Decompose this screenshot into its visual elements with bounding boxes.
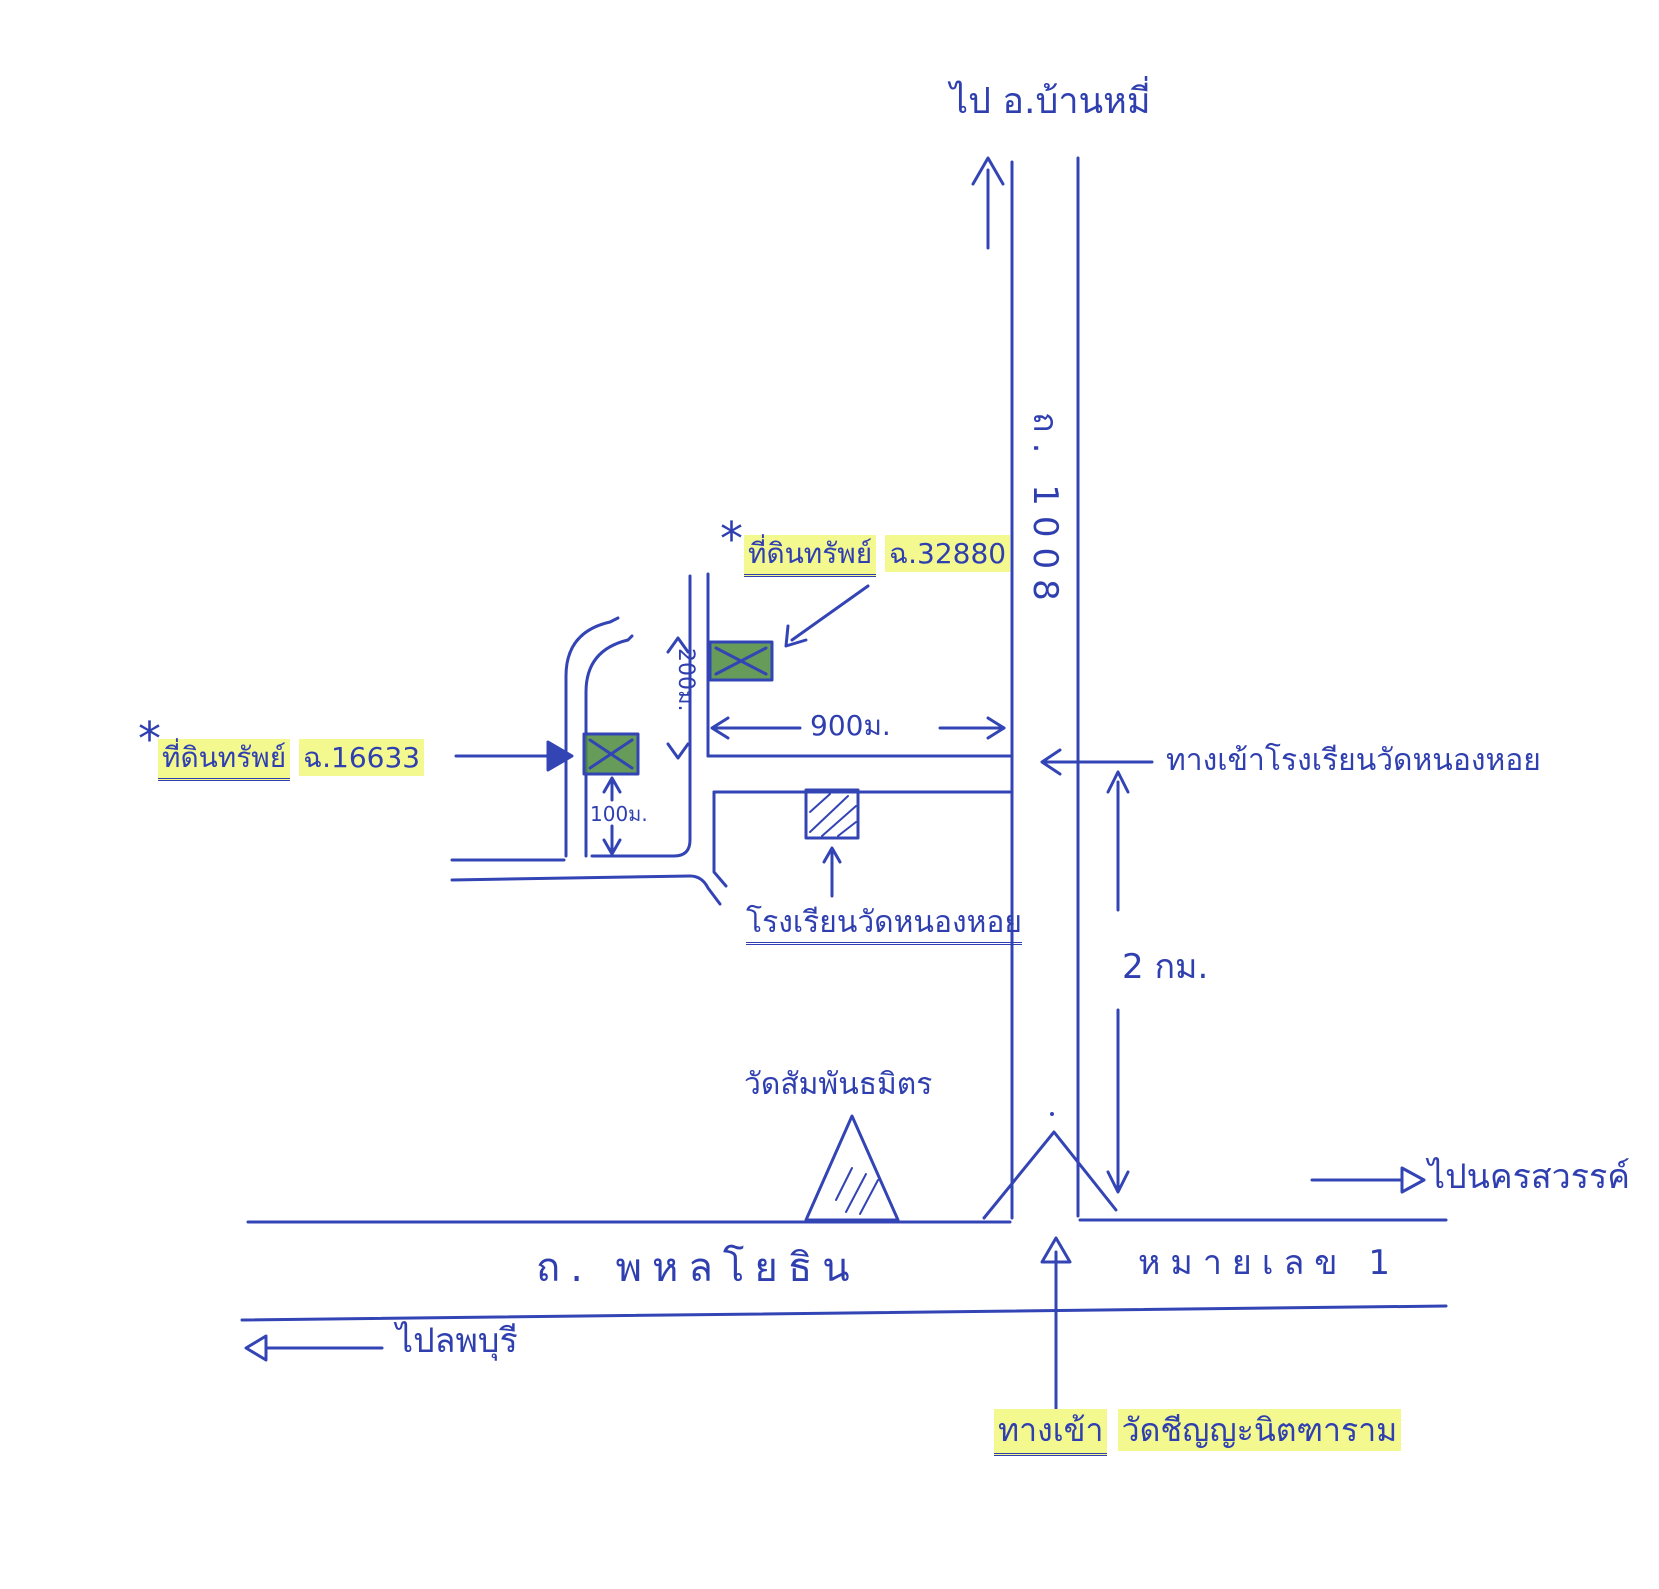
highway-bottom-edge [240, 1304, 1448, 1322]
curve-road-outer [564, 616, 620, 858]
label-school-entrance: ทางเข้าโรงเรียนวัดหนองหอย [1166, 743, 1541, 778]
label-distance-900m: 900ม. [806, 712, 895, 740]
dim-2km-head-bottom [1106, 1170, 1130, 1194]
label-distance-2km: 2 กม. [1118, 950, 1213, 984]
label-distance-200m: 200ม. [673, 648, 698, 712]
temple-triangle [804, 1114, 900, 1222]
plot-1-pointer-head [546, 740, 574, 772]
west-lane-upper [450, 574, 692, 862]
label-road-1008: ถ. 1008 [1025, 412, 1065, 611]
temple-hatch-3 [859, 1179, 879, 1215]
dim-2km-head-top [1106, 770, 1130, 794]
plot-1-star: * [138, 712, 161, 766]
dim-100m-head-bottom [602, 838, 622, 856]
dim-900m-head-left [710, 716, 730, 740]
plot-2-cross-b [714, 646, 768, 676]
plot-2-pointer [790, 584, 870, 642]
label-to-lopburi: ไปลพบุรี [396, 1321, 518, 1361]
label-distance-100m: 100ม. [590, 802, 648, 826]
plot-1-deed: ฉ.16633 [299, 739, 425, 776]
school-hatch-3 [821, 805, 857, 837]
school-label-pointer-head [822, 846, 842, 864]
east-arrow-head [1400, 1166, 1426, 1194]
plot-1-label: ที่ดินทรัพย์ ฉ.16633 [158, 739, 425, 781]
dim-200m-head-top [666, 636, 690, 654]
school-lane-left [712, 790, 728, 888]
dim-100m-head-top [602, 776, 622, 794]
junction-dot [1050, 1112, 1054, 1116]
wat-entrance-prefix: ทางเข้า [994, 1409, 1108, 1456]
label-school: โรงเรียนวัดหนองหอย [746, 908, 1022, 945]
label-temple: วัดสัมพันธมิตร [744, 1067, 933, 1102]
wat-entrance-name: วัดชีญญะนิตฑาราม [1117, 1409, 1402, 1451]
school-entrance-arrow-head [1040, 748, 1062, 776]
plot-2-deed: ฉ.32880 [885, 535, 1011, 572]
plot-2-name: ที่ดินทรัพย์ [744, 535, 877, 577]
dim-200m-head-bottom [666, 742, 690, 760]
plot-2-label: ที่ดินทรัพย์ ฉ.32880 [744, 535, 1011, 577]
school-hatch-2 [809, 795, 849, 833]
school-building [804, 788, 860, 840]
temple-hatch-1 [835, 1167, 853, 1201]
plot-2-star: * [720, 512, 743, 566]
wat-entrance-arrow-head [1040, 1236, 1072, 1264]
label-phahon-road: ถ. พหลโยธิน [536, 1245, 860, 1291]
label-wat-entrance: ทางเข้า วัดชีญญะนิตฑาราม [994, 1409, 1402, 1456]
west-lane-lower [450, 874, 722, 906]
curve-road-inner [584, 634, 634, 858]
label-highway-number: หมายเลข 1 [1138, 1243, 1400, 1283]
label-to-ban-mi: ไป อ.บ้านหมี่ [950, 81, 1151, 122]
school-hatch-1 [809, 793, 831, 813]
junction-triangle [982, 1130, 1118, 1220]
north-arrow-head [971, 156, 1005, 186]
school-hatch-4 [837, 821, 857, 837]
plot-1-cross-b [588, 738, 634, 770]
plot-1-name: ที่ดินทรัพย์ [158, 739, 291, 781]
label-to-nakhon-sawan: ไปนครสวรรค์ [1428, 1157, 1631, 1197]
temple-hatch-2 [845, 1173, 867, 1213]
west-arrow-head [244, 1334, 268, 1362]
dim-900m-head-right [986, 716, 1006, 740]
plot-2-pointer-head [784, 624, 808, 648]
